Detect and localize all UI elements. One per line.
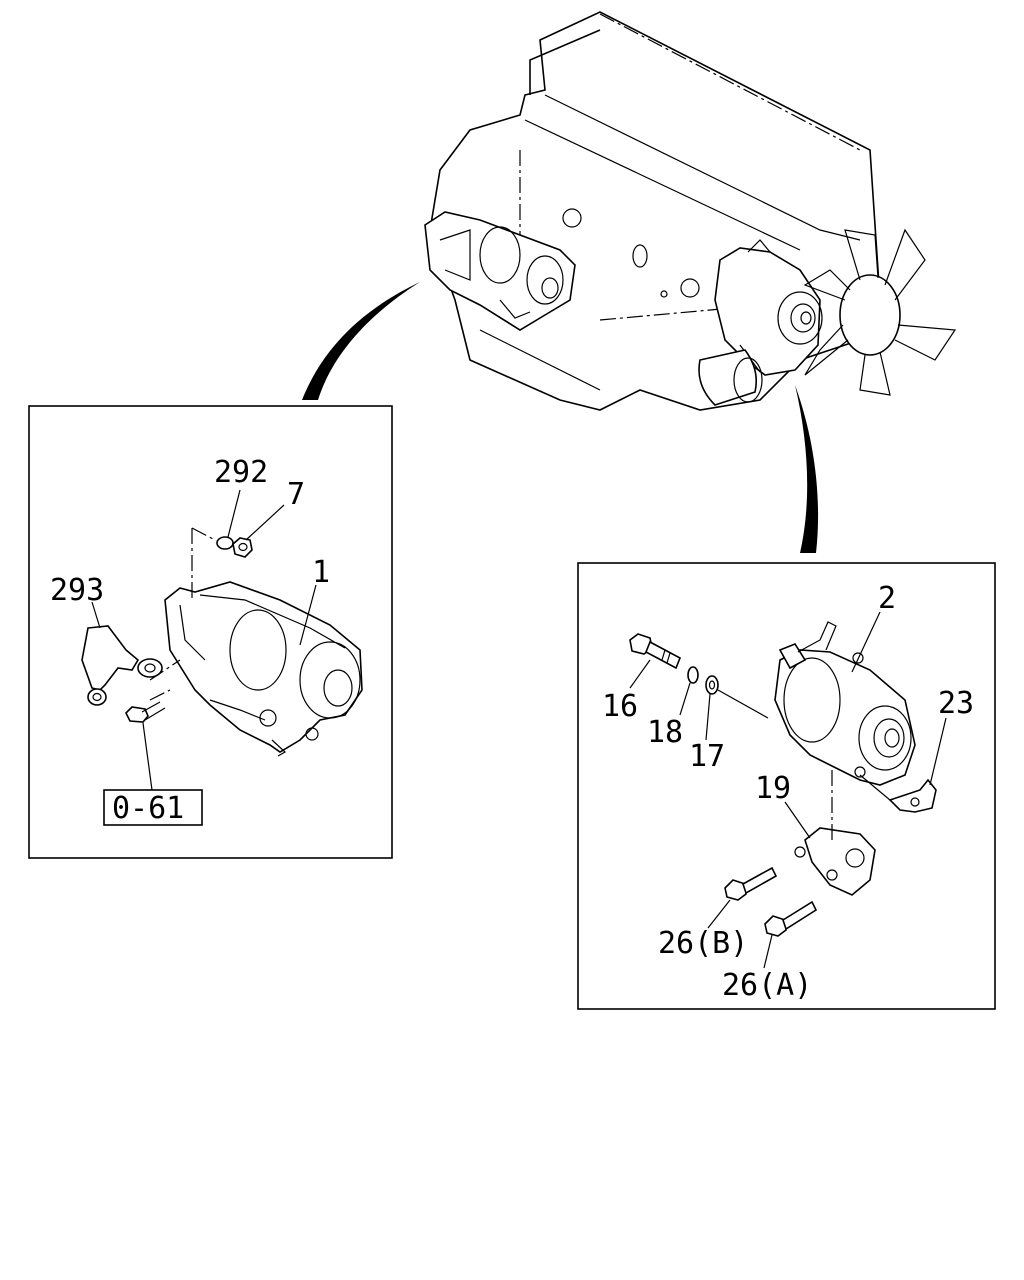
reference-label: 0-61 — [112, 791, 184, 826]
engine-overview — [424, 11, 957, 411]
callout-2: 2 — [878, 581, 896, 616]
washer-17 — [705, 675, 719, 695]
starter-motor — [164, 581, 363, 757]
callout-18: 18 — [647, 715, 683, 750]
bolt-0-61 — [125, 701, 166, 723]
callout-292: 292 — [214, 455, 268, 490]
callout-19: 19 — [755, 771, 791, 806]
washer-292 — [216, 536, 234, 550]
bolt-26a — [764, 900, 818, 937]
cooling-fan — [803, 228, 957, 396]
reference-box[interactable] — [103, 789, 203, 826]
alternator-detail-panel: 2 16 18 17 23 19 26(B) 26(A) — [577, 562, 996, 1010]
callout-293: 293 — [50, 573, 104, 608]
callout-26b: 26(B) — [658, 926, 748, 961]
bracket-23 — [888, 778, 937, 813]
nut-7 — [232, 537, 253, 558]
callout-17: 17 — [689, 739, 725, 774]
callout-7: 7 — [287, 477, 305, 512]
callout-1: 1 — [312, 555, 330, 590]
alternator-on-engine — [714, 239, 823, 376]
callout-16: 16 — [602, 689, 638, 724]
alternator — [774, 621, 916, 786]
callout-23: 23 — [938, 686, 974, 721]
bolt-16 — [629, 633, 682, 670]
starter-motor-on-engine — [424, 211, 576, 331]
callout-26a: 26(A) — [722, 968, 812, 1003]
bracket-19 — [794, 827, 876, 896]
pointer-to-alternator-panel — [795, 385, 819, 553]
bolt-26b — [724, 866, 778, 901]
pointer-to-starter-panel — [302, 282, 420, 400]
starter-detail-panel: 292 7 1 293 0-61 — [28, 405, 393, 859]
washer-18 — [687, 666, 699, 684]
bracket-293 — [81, 625, 163, 706]
